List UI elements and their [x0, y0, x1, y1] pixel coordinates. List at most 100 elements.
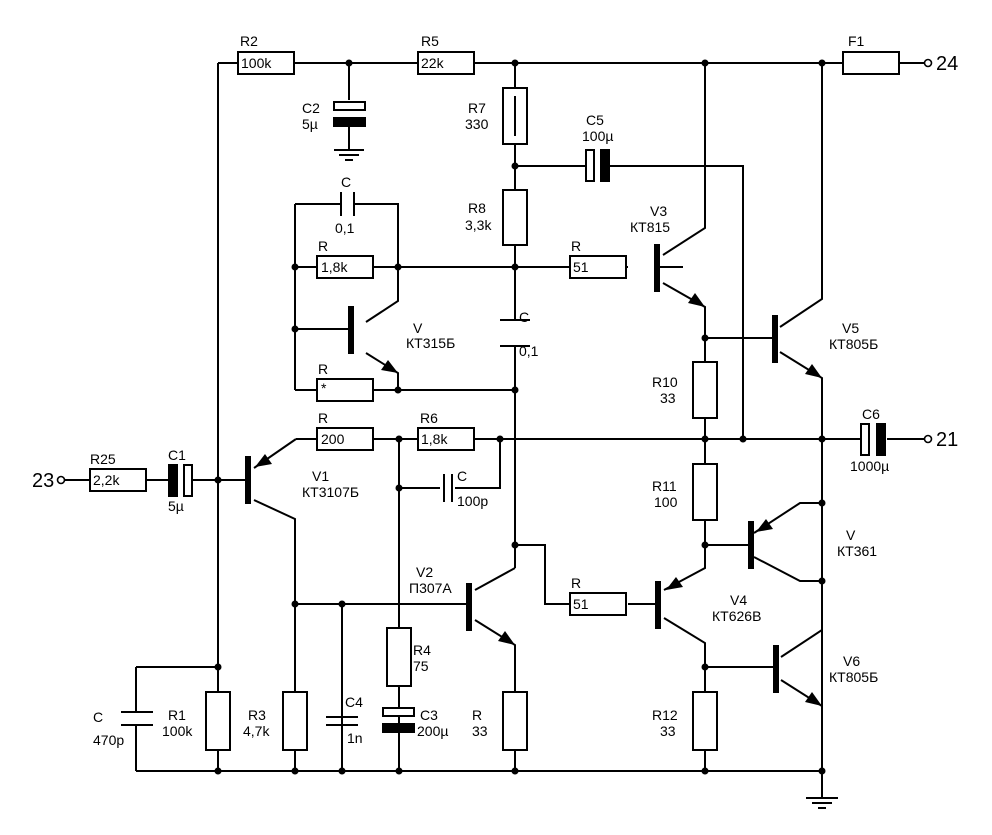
v3-part: КТ815 [630, 219, 670, 235]
v-kt315-part: КТ315Б [406, 335, 455, 351]
capacitor-c6-plate-neg [876, 423, 886, 456]
capacitor-c2-plate-neg [333, 117, 366, 127]
resistor-r11 [692, 463, 718, 521]
r-v4-ref: R [571, 575, 581, 591]
transistor-v1-arrow [255, 454, 272, 467]
f1-ref: F1 [848, 33, 865, 49]
resistor-1-8k [316, 255, 374, 279]
r3-value: 4,7k [243, 723, 270, 739]
capacitor-c1-plate-pos [183, 464, 193, 497]
transistor-v4-arrow [666, 577, 683, 590]
wire-feedback-top [294, 203, 628, 390]
r11-value: 100 [654, 494, 678, 510]
r7-ref: R7 [468, 100, 486, 116]
resistor-r4 [386, 627, 412, 687]
wire-c5 [515, 165, 744, 439]
transistor-v5-base [772, 315, 778, 363]
terminal-23 [56, 475, 66, 485]
capacitor-c3-plate-neg [382, 723, 415, 733]
capacitor-c3-plate-pos [382, 707, 415, 717]
c2-value: 5µ [302, 116, 318, 132]
c4-ref: C4 [345, 694, 363, 710]
resistor-51-v3 [569, 255, 627, 279]
transistor-v1-base [245, 456, 251, 504]
c-mid-ref: C [519, 309, 529, 325]
capacitors [121, 101, 886, 733]
c-100p-value: 100p [457, 493, 488, 509]
wire-v5-emitter [779, 351, 823, 771]
v4-part: КТ626В [712, 608, 761, 624]
transistor-v-kt361-base [748, 521, 754, 569]
c-470p-value: 470p [93, 732, 124, 748]
fuse-f1 [842, 51, 900, 75]
c5-ref: C5 [586, 112, 604, 128]
wire-v3-emitter [662, 282, 775, 545]
r7-value: 330 [465, 116, 489, 132]
terminal-24 [923, 58, 933, 68]
resistor-r12 [692, 691, 718, 751]
r-200-ref: R [318, 410, 328, 426]
junctions [214, 59, 826, 775]
v5-ref: V5 [842, 320, 859, 336]
resistor-r6 [417, 427, 475, 451]
wire-v3-collector [657, 63, 706, 268]
capacitor-c5-plate-pos [585, 149, 595, 182]
r25-ref: R25 [90, 451, 116, 467]
c1-ref: C1 [168, 447, 186, 463]
c-top-ref: C [341, 174, 351, 190]
capacitor-top-0-1 [340, 192, 355, 216]
v2-ref: V2 [416, 564, 433, 580]
r3-ref: R3 [248, 707, 266, 723]
transistor-v6-base [773, 645, 779, 693]
v-kt361-ref: V [846, 527, 856, 543]
capacitor-c5-plate-neg [600, 149, 610, 182]
wires [64, 62, 925, 798]
ground-main-icon [806, 797, 838, 809]
r5-ref: R5 [421, 33, 439, 49]
r11-ref: R11 [652, 478, 677, 494]
wire-v6 [780, 581, 823, 798]
v3-ref: V3 [650, 203, 667, 219]
wire-vprot [753, 502, 822, 582]
resistor-r25 [89, 468, 147, 492]
resistor-r1 [205, 691, 231, 751]
r-200-value: 200 [321, 431, 345, 447]
r12-ref: R12 [652, 707, 678, 723]
labels: 24 21 23 R2 100k R5 22k R7 330 R8 3,3k R… [32, 33, 958, 748]
transistor-v-kt315-base [348, 306, 354, 354]
resistor-r8 [502, 189, 528, 246]
r10-ref: R10 [652, 374, 678, 390]
transistor-v3-arrow [688, 293, 705, 307]
r25-value: 2,2k [93, 472, 120, 488]
transistor-v6-arrow [805, 692, 822, 706]
c1-value: 5µ [168, 498, 184, 514]
terminal-21 [923, 434, 933, 444]
r1-value: 100k [162, 723, 193, 739]
r-v2e-ref: R [472, 707, 482, 723]
r-star-ref: R [318, 361, 328, 377]
r12-value: 33 [660, 723, 676, 739]
wire-v4-collector [663, 617, 776, 771]
capacitor-470p [121, 711, 153, 726]
v2-part: П307А [409, 580, 452, 596]
c3-ref: C3 [420, 707, 438, 723]
c-470p-ref: C [93, 709, 103, 725]
transistor-v5-arrow [805, 364, 822, 378]
capacitor-c2-plate-pos [333, 101, 366, 111]
terminal-24-label: 24 [936, 53, 958, 75]
c6-ref: C6 [862, 406, 880, 422]
c-mid-value: 0,1 [519, 343, 539, 359]
r-v3-ref: R [571, 238, 581, 254]
wire-v5-collector [779, 63, 823, 328]
transistor-v3-base [654, 244, 660, 292]
c2-ref: C2 [302, 100, 320, 116]
r-fb-value: 1,8k [321, 259, 348, 275]
wire-v2-collector [474, 544, 656, 605]
transistor-v-kt315-arrow [381, 360, 398, 373]
capacitor-c1-plate-neg [168, 464, 178, 497]
transistor-v2-arrow [498, 631, 515, 645]
transistor-v-kt361-arrow [756, 519, 773, 532]
c3-value: 200µ [417, 723, 448, 739]
transistor-v4-base [655, 581, 661, 629]
